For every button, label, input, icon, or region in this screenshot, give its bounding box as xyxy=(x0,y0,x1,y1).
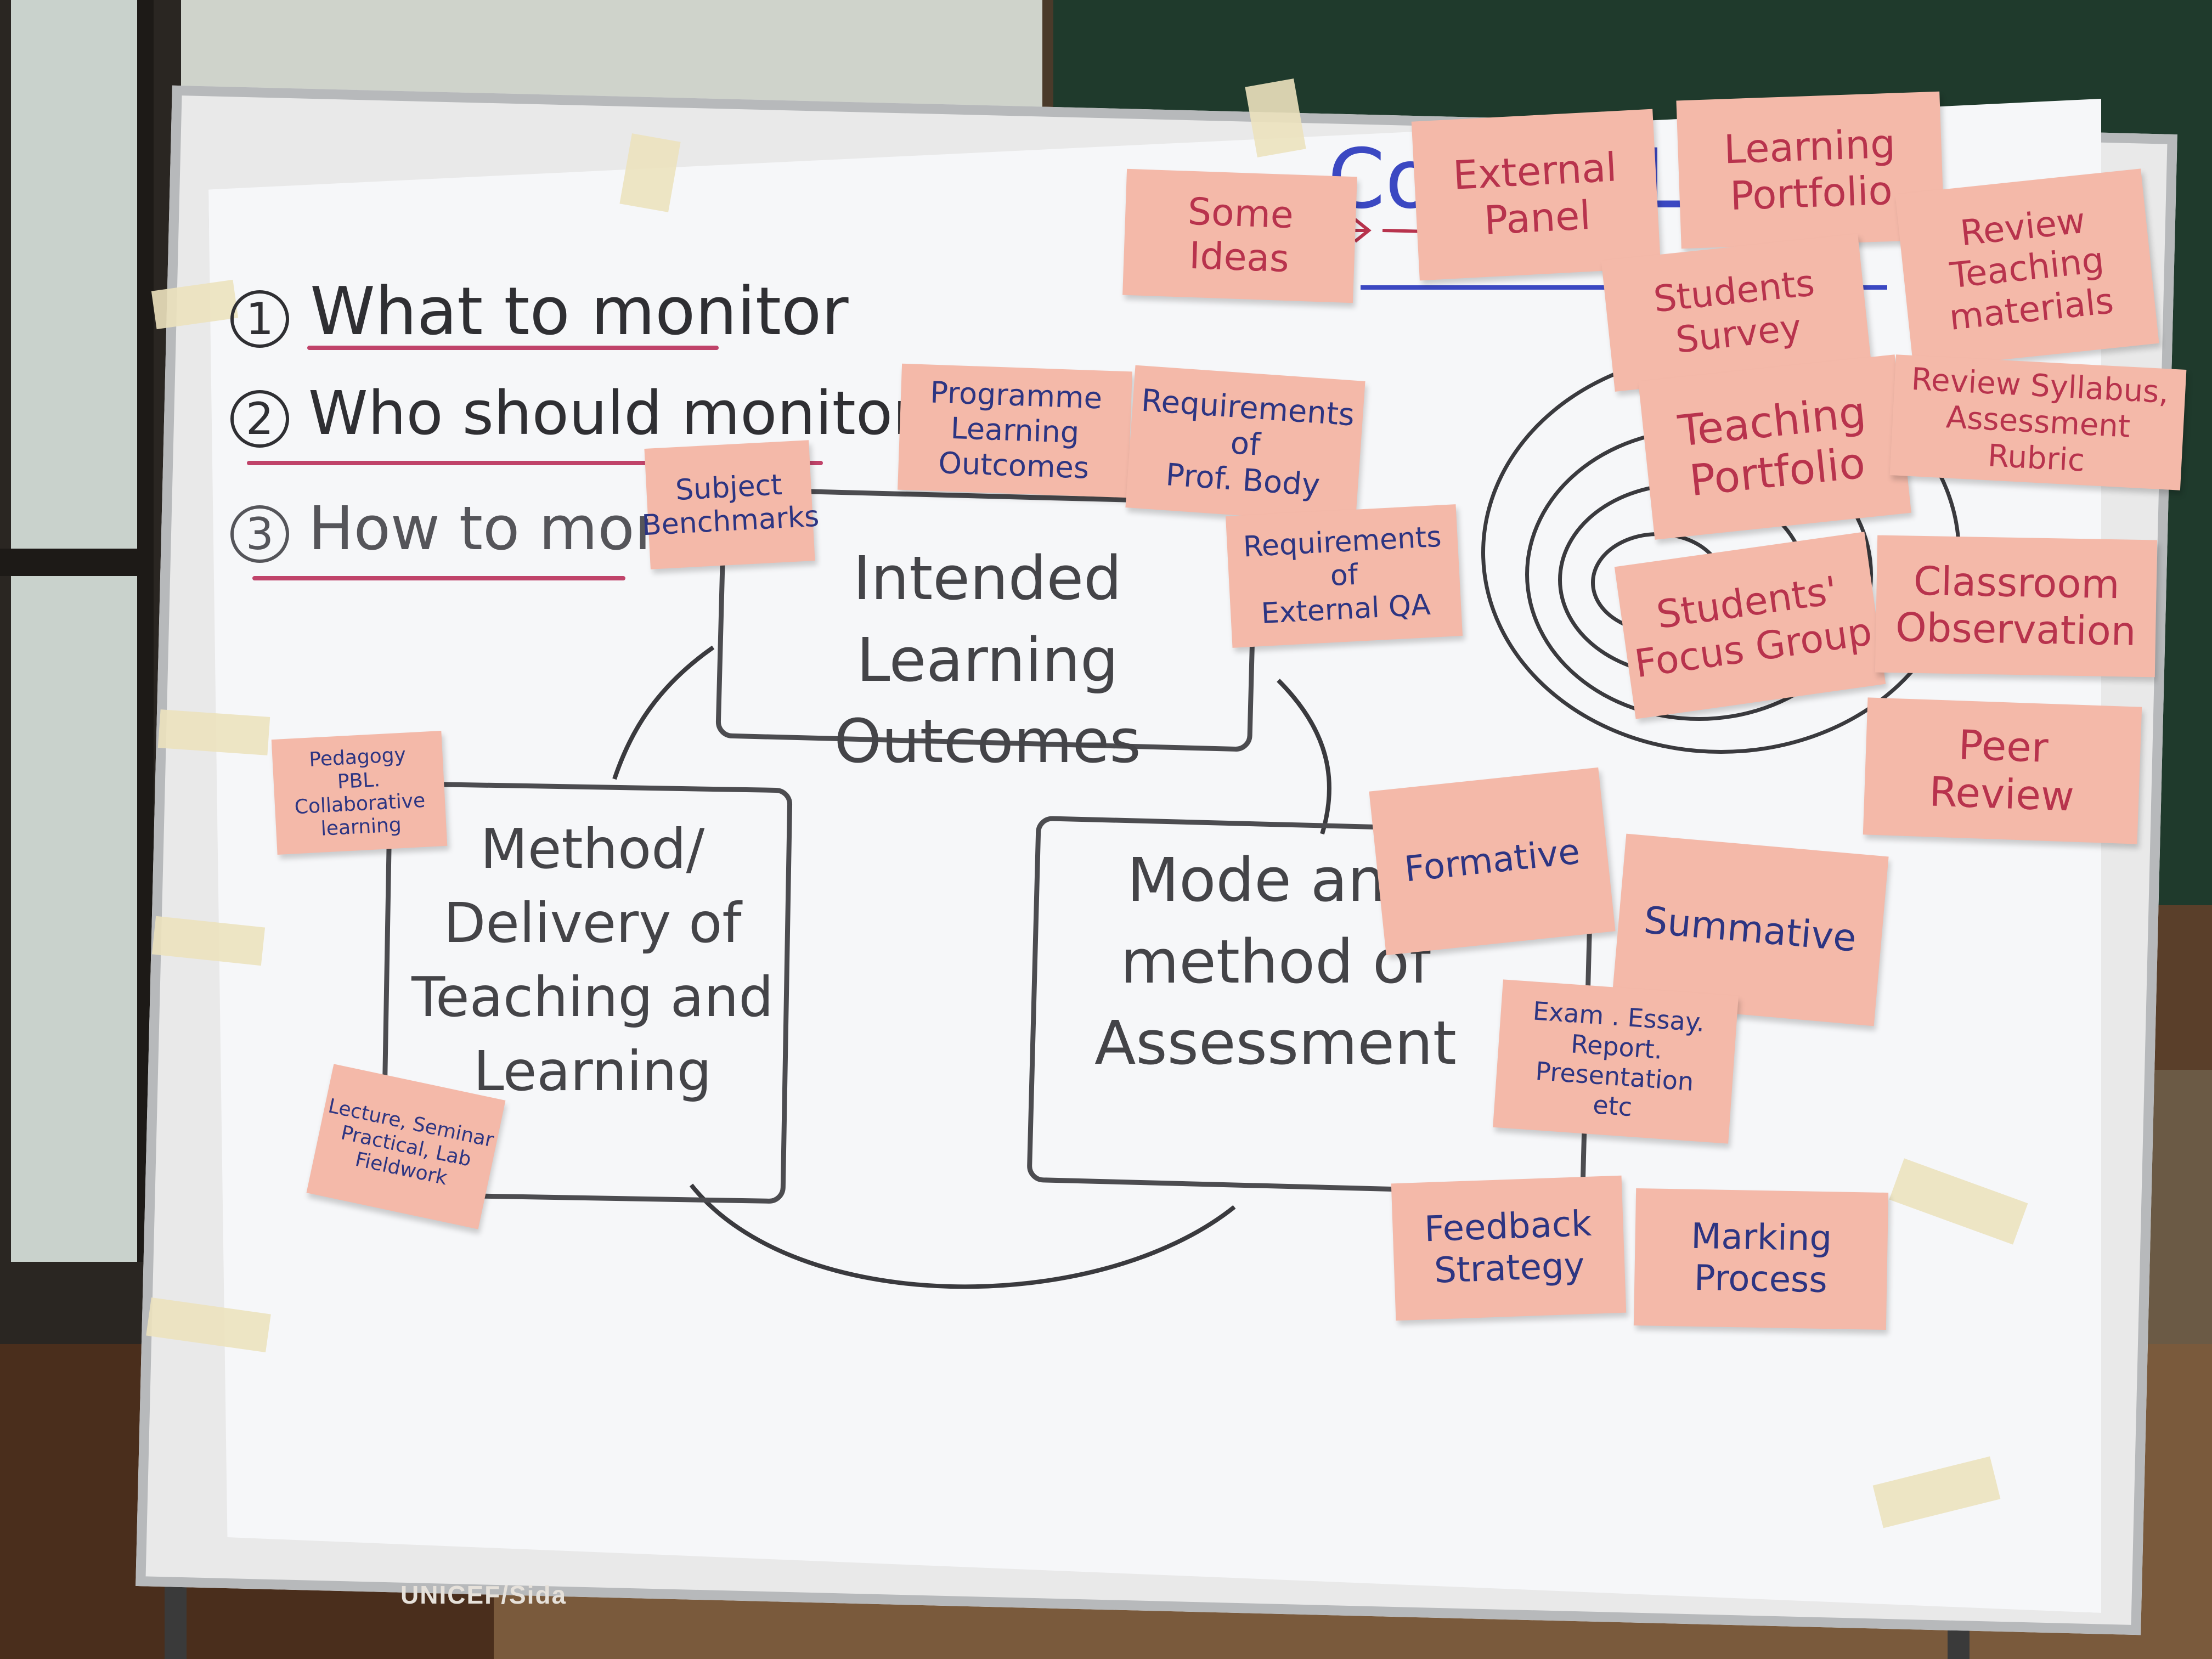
underline xyxy=(252,576,625,580)
sticky-subject-benchmarks: Subject Benchmarks xyxy=(641,440,820,569)
sticky-external-panel: External Panel xyxy=(1411,109,1661,281)
sticky-requirements-external-qa: Requirements of External QA xyxy=(1226,504,1463,648)
question-number: 3 xyxy=(230,505,289,563)
question-text: What to monitor xyxy=(310,274,849,350)
sticky-classroom-observation: Classroom Observation xyxy=(1875,535,2158,678)
sticky-review-syllabus: Review Syllabus, Assessment Rubric xyxy=(1889,354,2187,490)
sticky-exam-essay: Exam . Essay. Report. Presentation etc xyxy=(1493,979,1739,1144)
sticky-review-teaching-materials: Review Teaching materials xyxy=(1895,168,2159,369)
box-label-delivery: Method/ Delivery of Teaching and Learnin… xyxy=(411,817,774,1103)
question-2: 2 Who should monitor xyxy=(230,379,917,448)
underline xyxy=(307,346,719,350)
stand-label: UNICEF/Sida xyxy=(400,1581,567,1609)
window-mullion xyxy=(0,549,137,576)
question-1: 1 What to monitor xyxy=(230,274,849,350)
sticky-peer-review: Peer Review xyxy=(1863,697,2142,844)
sticky-marking-process: Marking Process xyxy=(1633,1188,1889,1330)
underline xyxy=(247,461,823,465)
window-glass xyxy=(11,0,154,1262)
question-number: 2 xyxy=(230,390,289,448)
sticky-teaching-portfolio: Teaching Portfolio xyxy=(1638,354,1911,540)
sticky-programme-learning-outcomes: Programme Learning Outcomes xyxy=(898,363,1132,498)
sticky-requirements-prof-body: Requirements of Prof. Body xyxy=(1125,365,1365,524)
sticky-feedback-strategy: Feedback Strategy xyxy=(1391,1175,1627,1321)
box-label-ilo: Intended Learning Outcomes xyxy=(834,543,1141,776)
sticky-pedagogy: Pedagogy PBL. Collaborative learning xyxy=(271,731,448,855)
sticky-formative: Formative xyxy=(1369,767,1616,956)
sticky-some-ideas: Some Ideas xyxy=(1122,168,1357,303)
question-number: 1 xyxy=(230,290,289,348)
question-text: Who should monitor xyxy=(308,378,918,448)
